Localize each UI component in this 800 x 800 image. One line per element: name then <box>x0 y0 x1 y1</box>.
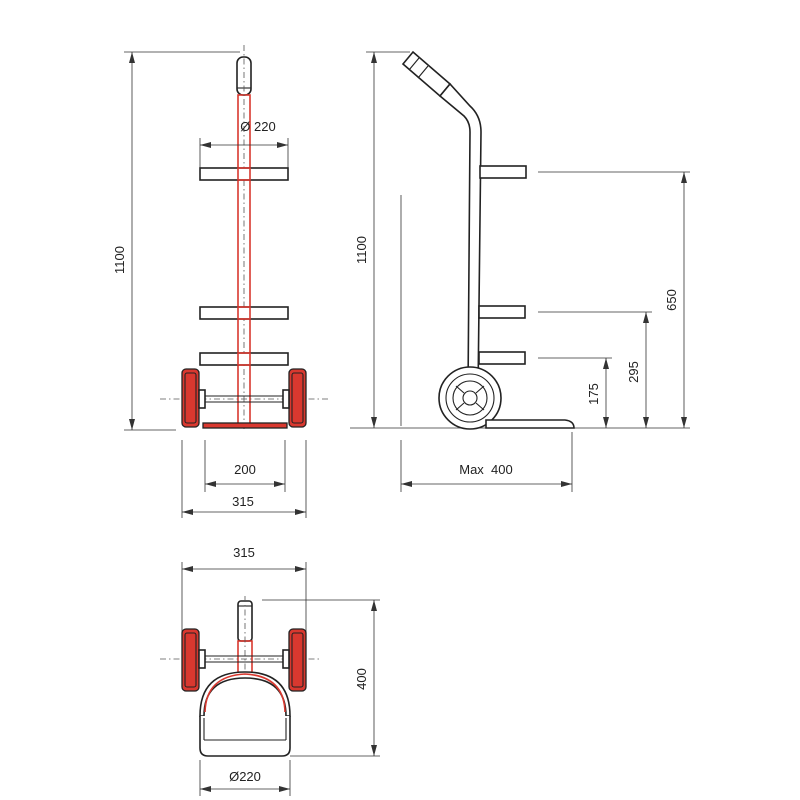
front-lower-strap <box>199 352 289 366</box>
side-lower-strap-arm <box>478 351 526 365</box>
top-width-label: 315 <box>233 545 255 560</box>
top-left-wheel <box>181 628 206 692</box>
side-height-label: 1100 <box>354 236 369 264</box>
top-cylinder-diameter-label: Ø220 <box>229 769 261 784</box>
front-inner-width-label: 200 <box>234 462 256 477</box>
front-outer-width-label: 315 <box>232 494 254 509</box>
front-height-dimension: 1100 <box>112 51 240 431</box>
front-right-wheel <box>282 368 307 428</box>
side-middle-strap-label: 295 <box>626 361 641 383</box>
side-lower-strap-dimension: 175 <box>538 357 612 428</box>
side-lower-strap-label: 175 <box>586 383 601 405</box>
top-handle-grip <box>237 600 253 642</box>
top-cylinder-cradle <box>199 671 291 717</box>
front-upper-strap <box>199 167 289 181</box>
side-height-dimension: 1100 <box>354 51 410 428</box>
side-upper-strap-label: 650 <box>664 289 679 311</box>
top-view: 315 400 <box>160 545 380 796</box>
front-outer-width-dimension: 315 <box>181 440 307 518</box>
side-base-plate <box>485 419 575 429</box>
top-cylinder-diameter-dimension: Ø220 <box>199 760 291 796</box>
side-max-depth-dimension: Max 400 <box>400 432 573 492</box>
top-depth-dimension: 400 <box>262 599 380 757</box>
front-base-plate <box>202 422 288 429</box>
front-cylinder-diameter-label: Ø 220 <box>240 119 275 134</box>
side-middle-strap-arm <box>478 305 526 319</box>
side-upper-strap-dimension: 650 <box>538 171 690 428</box>
side-wheel <box>438 366 502 430</box>
front-view: 1100 Ø 220 <box>112 45 330 518</box>
side-middle-strap-dimension: 295 <box>538 311 652 428</box>
top-depth-label: 400 <box>354 668 369 690</box>
side-view: 1100 <box>350 50 690 492</box>
side-handle-grip <box>401 50 452 98</box>
front-left-wheel <box>181 368 206 428</box>
side-max-depth-label: Max 400 <box>459 462 512 477</box>
front-cylinder-diameter-dimension: Ø 220 <box>199 119 289 168</box>
front-inner-width-dimension: 200 <box>204 440 286 492</box>
side-upper-strap-arm <box>479 165 527 179</box>
top-base-plate <box>199 716 291 757</box>
top-width-dimension: 315 <box>181 545 307 640</box>
top-right-wheel <box>282 628 307 692</box>
front-middle-strap <box>199 306 289 320</box>
front-height-label: 1100 <box>112 246 127 274</box>
side-frame-tube <box>438 82 482 393</box>
